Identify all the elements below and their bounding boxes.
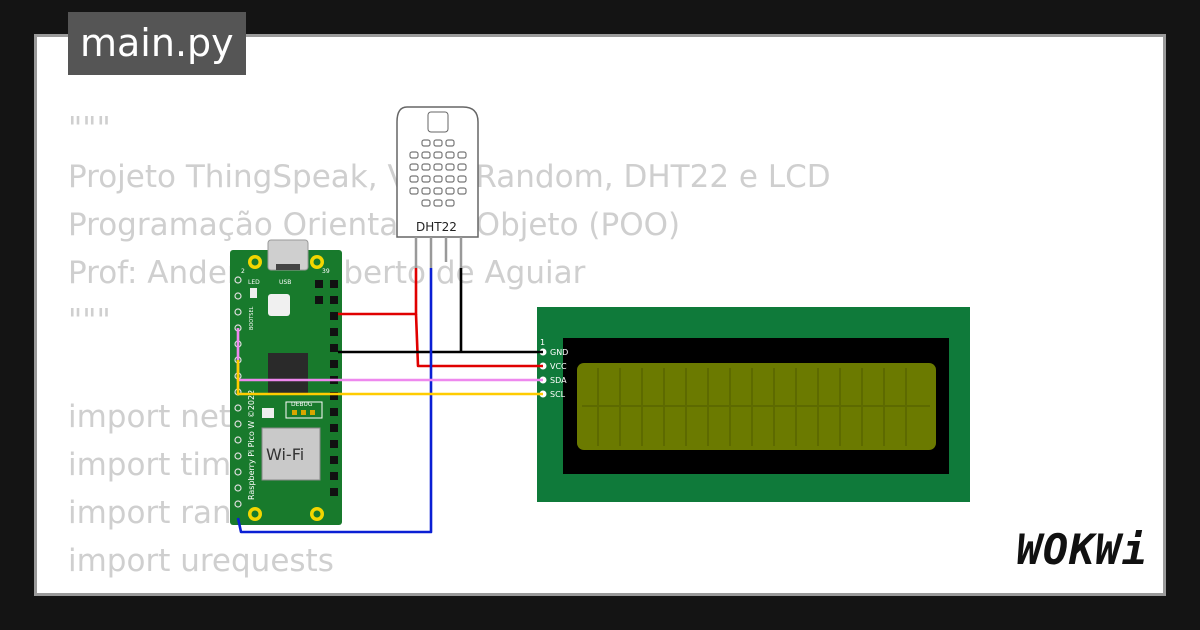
code-line: """ <box>68 303 111 339</box>
dht22-label: DHT22 <box>416 220 457 234</box>
debug-pins <box>292 410 315 415</box>
usb-label: USB <box>279 279 291 286</box>
dht22-legs <box>414 237 463 268</box>
bootsel-label: BOOTSEL <box>249 306 255 330</box>
file-tab[interactable]: main.py <box>68 12 246 75</box>
bootsel-button[interactable] <box>268 294 290 316</box>
lcd-pin-number: 1 <box>540 338 545 347</box>
code-line: from machine import Pin, I2C <box>68 585 831 593</box>
code-line: import urequests <box>68 543 334 579</box>
wires <box>236 268 543 534</box>
wifi-module <box>261 427 321 481</box>
wire-red-lcd-vcc <box>414 313 543 368</box>
wifi-label: Wi-Fi <box>266 445 304 464</box>
lcd-pin-scl: SCL <box>550 390 566 399</box>
led-component <box>250 288 257 298</box>
dht22-grille <box>409 139 467 207</box>
lcd-pin-vcc: VCC <box>550 362 567 371</box>
code-line: """ <box>68 111 111 147</box>
board-name-label: Raspberry Pi Pico W ©2022 <box>247 390 256 500</box>
code-line: import random <box>68 495 301 531</box>
pin-label-39: 39 <box>322 268 330 275</box>
dht22-sensor <box>396 106 479 238</box>
led-label: LED <box>248 279 260 286</box>
wire-red-dht-vcc <box>338 268 418 316</box>
pin-label-2: 2 <box>241 268 245 275</box>
lcd-pin-sda: SDA <box>550 376 567 385</box>
lcd-pin-gnd: GND <box>550 348 568 357</box>
wokwi-logo: WOKWi <box>1016 525 1148 574</box>
pin-row-left <box>234 276 242 508</box>
wire-blue-data <box>236 268 433 534</box>
debug-label: DEBUG <box>291 401 313 408</box>
code-panel: """ Projeto ThingSpeak, Valor Random, DH… <box>34 34 1166 596</box>
rp2040-chip <box>268 353 308 393</box>
wire-yellow-scl <box>236 360 543 396</box>
lcd-char-grid <box>582 368 930 446</box>
